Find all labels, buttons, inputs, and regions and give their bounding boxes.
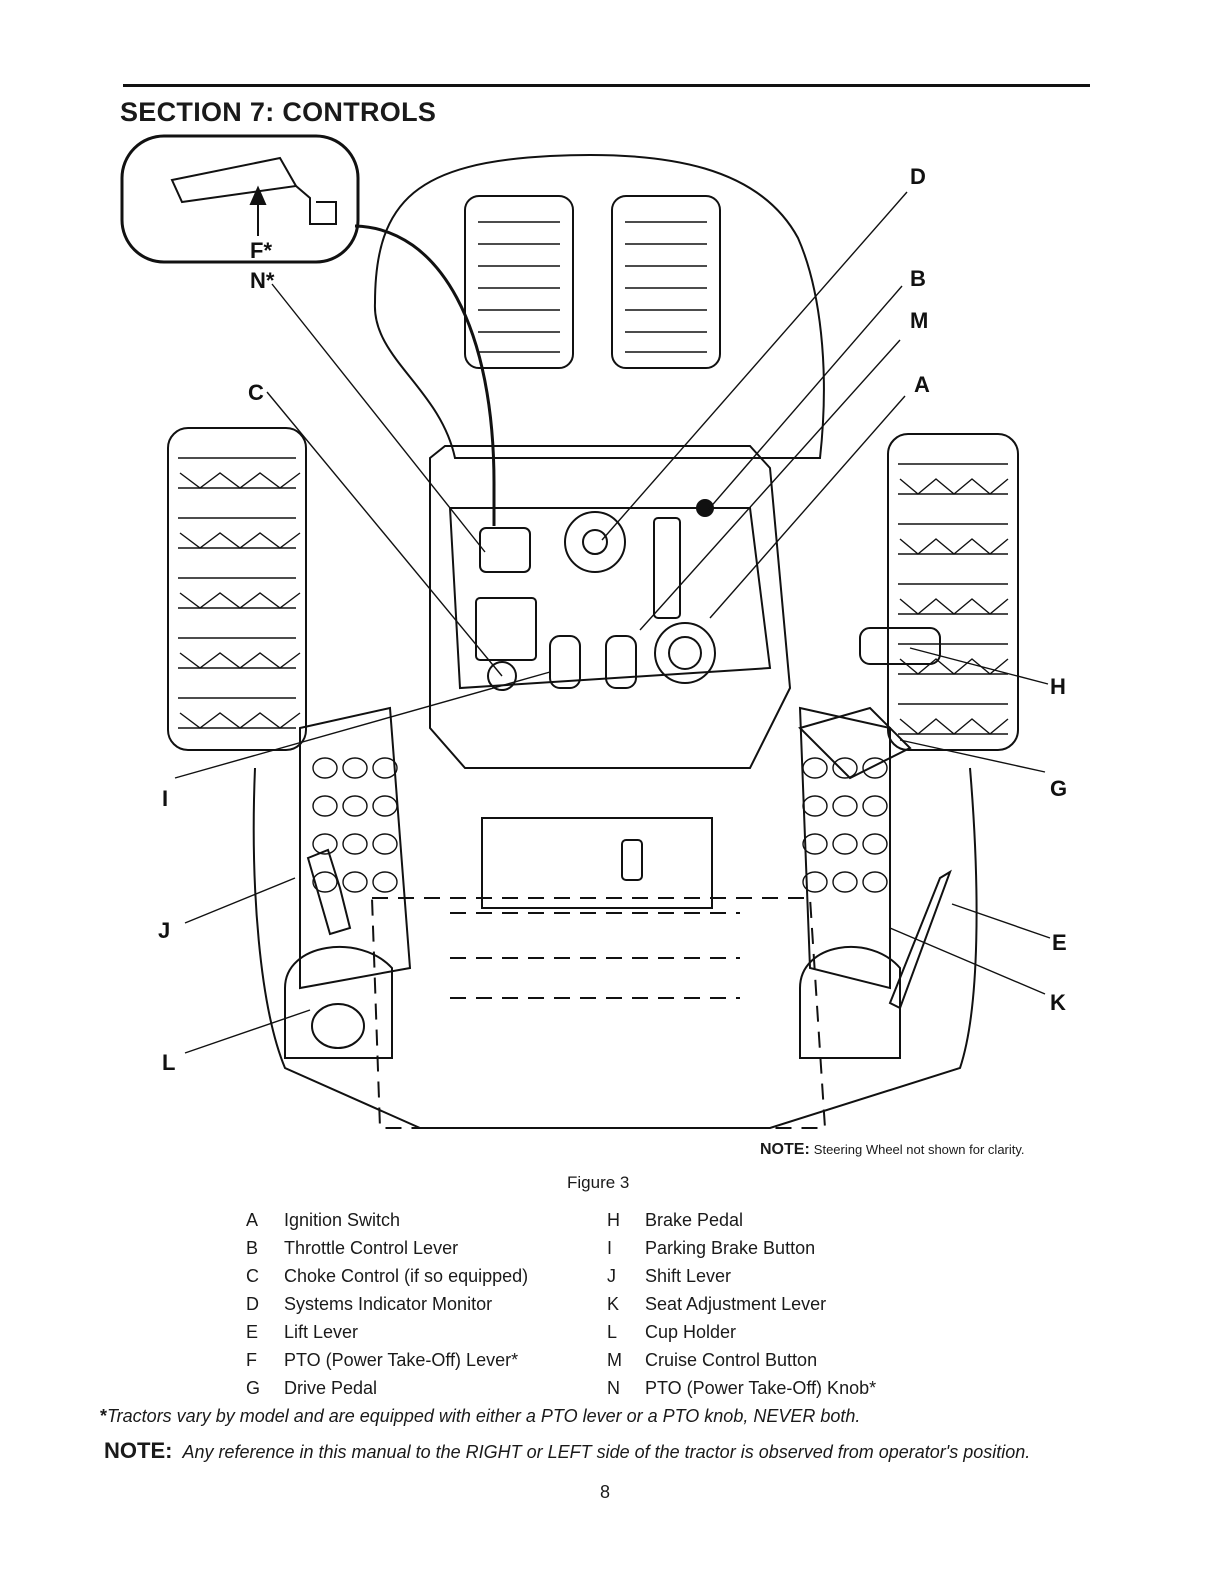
parking-brake-button bbox=[549, 635, 581, 689]
operator-deck bbox=[252, 767, 978, 1129]
right-grille bbox=[611, 195, 721, 369]
callout-d: D bbox=[910, 164, 926, 189]
callout-j: J bbox=[158, 918, 170, 943]
legend-label: Seat Adjustment Lever bbox=[645, 1294, 827, 1314]
tractor-controls-figure: D B M A C F* N* H G I E J K L bbox=[110, 128, 1110, 1168]
operator-position-note: NOTE: Any reference in this manual to the… bbox=[104, 1438, 1030, 1464]
hood bbox=[373, 153, 825, 459]
callout-g: G bbox=[1050, 776, 1067, 801]
pto-lever-inset bbox=[120, 134, 360, 264]
callout-n: N* bbox=[250, 268, 275, 293]
legend-item: G Drive Pedal bbox=[246, 1374, 528, 1402]
legend-letter: I bbox=[607, 1238, 613, 1258]
callout-m: M bbox=[910, 308, 928, 333]
legend-letter: H bbox=[607, 1210, 620, 1230]
legend-letter: B bbox=[246, 1238, 259, 1258]
systems-monitor bbox=[564, 511, 626, 573]
right-fender-panel bbox=[798, 706, 891, 990]
callout-i: I bbox=[162, 786, 168, 811]
shift-lever bbox=[306, 848, 352, 936]
legend-item: B Throttle Control Lever bbox=[246, 1234, 528, 1262]
legend-left-column: A Ignition Switch B Throttle Control Lever… bbox=[246, 1206, 528, 1402]
legend-item: I Parking Brake Button bbox=[607, 1234, 876, 1262]
throttle-slot bbox=[653, 517, 681, 619]
legend-label: PTO (Power Take-Off) Lever* bbox=[284, 1350, 519, 1370]
callout-c: C bbox=[248, 380, 264, 405]
footnote-asterisk: * bbox=[100, 1406, 108, 1426]
legend-letter: G bbox=[246, 1378, 261, 1398]
left-fender-panel bbox=[299, 706, 412, 990]
legend-label: Drive Pedal bbox=[284, 1378, 378, 1398]
legend-right-column: H Brake Pedal I Parking Brake Button J Shif… bbox=[607, 1206, 876, 1402]
legend-letter: E bbox=[246, 1322, 259, 1342]
legend-item: J Shift Lever bbox=[607, 1262, 876, 1290]
callout-h: H bbox=[1050, 674, 1066, 699]
legend-item: E Lift Lever bbox=[246, 1318, 528, 1346]
legend-letter: F bbox=[246, 1350, 257, 1370]
note-text: Any reference in this manual to the RIGH… bbox=[182, 1442, 1031, 1462]
legend-item: N PTO (Power Take-Off) Knob* bbox=[607, 1374, 876, 1402]
legend-item: H Brake Pedal bbox=[607, 1206, 876, 1234]
header-rule bbox=[123, 84, 1090, 87]
callout-a: A bbox=[914, 372, 930, 397]
seat-outline bbox=[370, 897, 827, 1129]
drive-pedal bbox=[798, 706, 912, 780]
legend-letter: M bbox=[607, 1350, 622, 1370]
page-number: 8 bbox=[600, 1482, 611, 1502]
callout-e: E bbox=[1052, 930, 1067, 955]
legend-item: F PTO (Power Take-Off) Lever* bbox=[246, 1346, 528, 1374]
footnote: *Tractors vary by model and are equipped… bbox=[100, 1406, 860, 1427]
cruise-button bbox=[696, 499, 714, 517]
legend-label: Ignition Switch bbox=[284, 1210, 401, 1230]
legend-label: Throttle Control Lever bbox=[284, 1238, 459, 1258]
legend-item: C Choke Control (if so equipped) bbox=[246, 1262, 528, 1290]
dash-console bbox=[429, 445, 792, 769]
right-front-wheel bbox=[887, 433, 1019, 751]
legend-letter: L bbox=[607, 1322, 618, 1342]
choke-panel bbox=[475, 597, 537, 661]
legend-item: L Cup Holder bbox=[607, 1318, 876, 1346]
legend-letter: A bbox=[246, 1210, 259, 1230]
left-front-wheel bbox=[167, 427, 307, 751]
section-title: SECTION 7: CONTROLS bbox=[120, 97, 437, 127]
legend-label: PTO (Power Take-Off) Knob* bbox=[645, 1378, 877, 1398]
legend-item: K Seat Adjustment Lever bbox=[607, 1290, 876, 1318]
legend-label: Cup Holder bbox=[645, 1322, 737, 1342]
callout-l: L bbox=[162, 1050, 175, 1075]
legend-label: Cruise Control Button bbox=[645, 1350, 818, 1370]
pto-knob bbox=[479, 527, 531, 573]
legend-letter: N bbox=[607, 1378, 620, 1398]
brake-pedal bbox=[859, 627, 941, 665]
figure-note-label: NOTE: bbox=[760, 1141, 810, 1158]
left-grille bbox=[464, 195, 574, 369]
legend-label: Choke Control (if so equipped) bbox=[284, 1266, 529, 1286]
tractor-illustration: D B M A C F* N* H G I E J K L bbox=[120, 134, 1067, 1129]
legend-letter: D bbox=[246, 1294, 259, 1314]
legend-item: M Cruise Control Button bbox=[607, 1346, 876, 1374]
legend-letter: C bbox=[246, 1266, 259, 1286]
legend-letter: K bbox=[607, 1294, 620, 1314]
callout-b: B bbox=[910, 266, 926, 291]
figure-note-text: Steering Wheel not shown for clarity. bbox=[813, 1142, 1025, 1157]
legend-label: Shift Lever bbox=[645, 1266, 732, 1286]
ignition-switch bbox=[487, 661, 517, 691]
cup-holder bbox=[311, 1003, 365, 1049]
footnote-text: Tractors vary by model and are equipped … bbox=[107, 1406, 861, 1426]
legend-item: A Ignition Switch bbox=[246, 1206, 528, 1234]
note-label: NOTE: bbox=[104, 1438, 173, 1463]
legend-label: Lift Lever bbox=[284, 1322, 359, 1342]
figure-caption: Figure 3 bbox=[567, 1173, 630, 1192]
callout-f: F* bbox=[250, 238, 272, 263]
legend-item: D Systems Indicator Monitor bbox=[246, 1290, 528, 1318]
figure-note: NOTE:Steering Wheel not shown for clarit… bbox=[760, 1141, 1025, 1159]
callout-k: K bbox=[1050, 990, 1066, 1015]
legend-label: Brake Pedal bbox=[645, 1210, 744, 1230]
legend-label: Systems Indicator Monitor bbox=[284, 1294, 493, 1314]
legend-label: Parking Brake Button bbox=[645, 1238, 816, 1258]
legend-letter: J bbox=[607, 1266, 616, 1286]
